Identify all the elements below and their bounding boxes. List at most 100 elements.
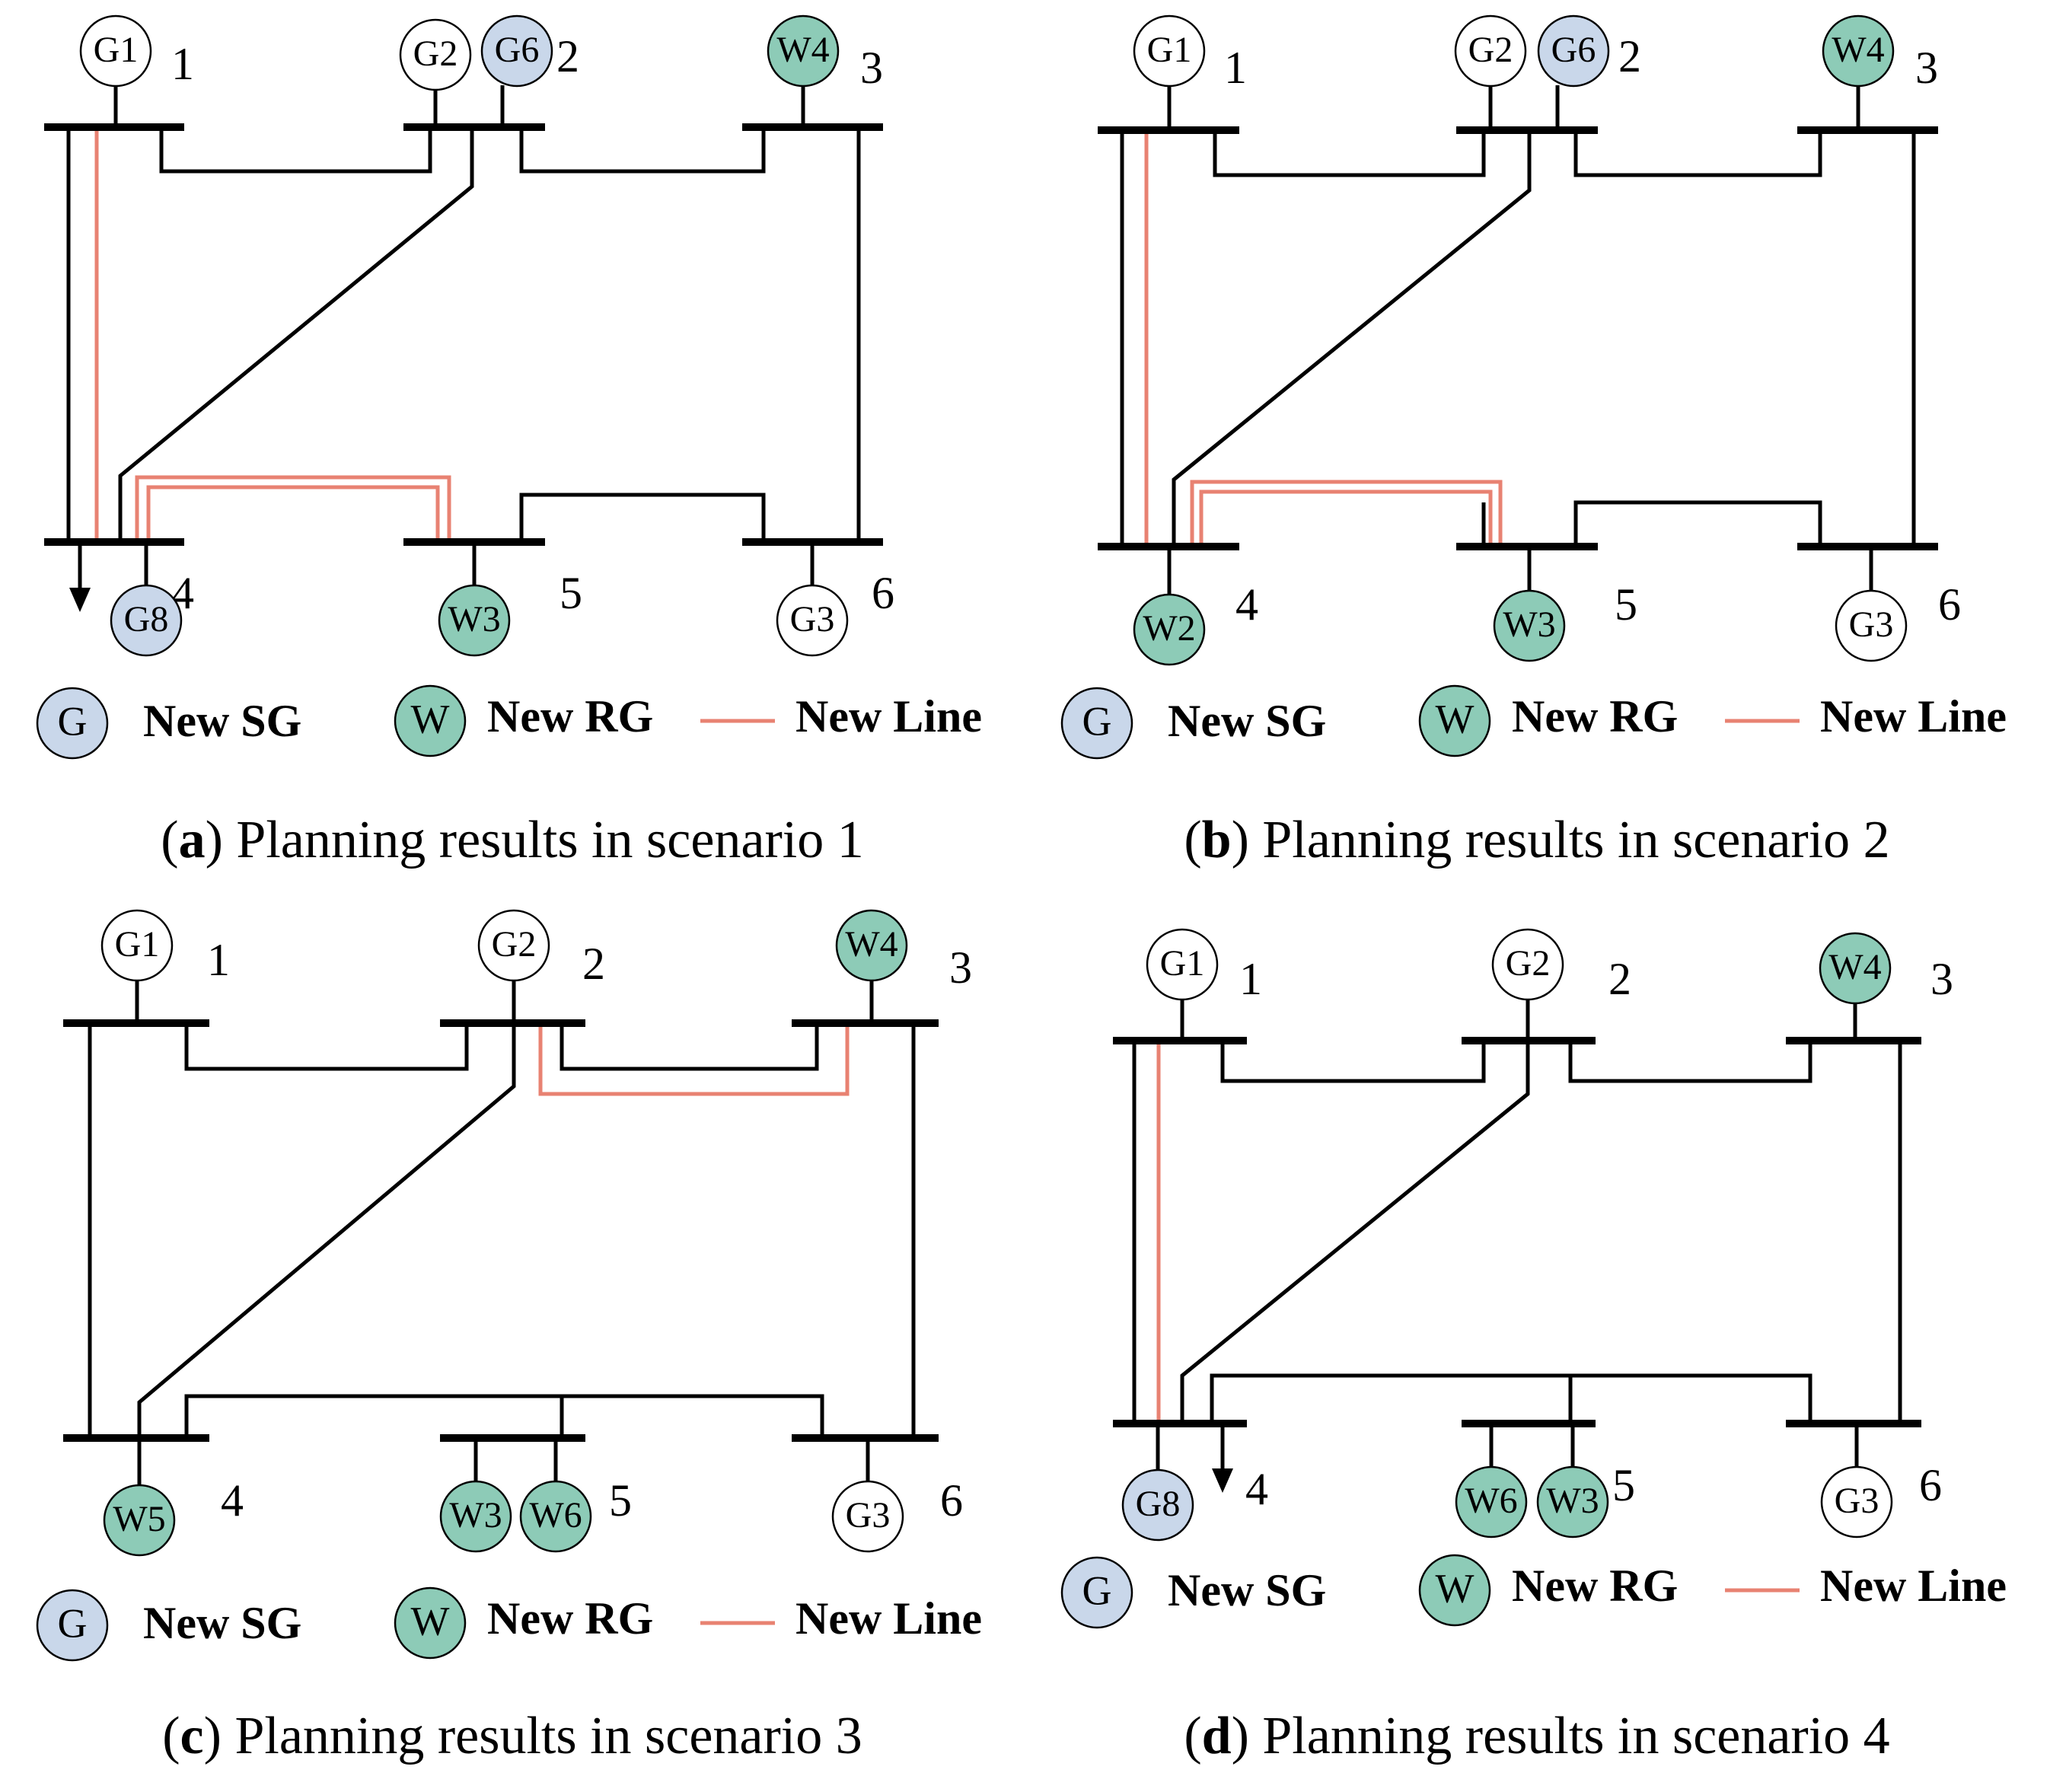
generator-w4 — [767, 14, 840, 88]
generator-w3 — [1536, 1465, 1609, 1539]
generator-g3 — [831, 1480, 904, 1553]
generator-w4 — [835, 909, 908, 982]
legend-sg-icon — [36, 687, 109, 760]
generator-label: W5 — [113, 1499, 165, 1539]
generator-g8 — [1121, 1468, 1194, 1542]
generator-label: G8 — [1136, 1484, 1181, 1524]
generator-label: G1 — [115, 924, 160, 965]
panel-caption: (a) Planning results in scenario 1 — [161, 811, 863, 869]
generator-label: W4 — [845, 924, 897, 965]
generator-w3 — [438, 584, 511, 657]
legend-rg-icon — [394, 684, 467, 757]
generator-label: G1 — [1160, 943, 1205, 984]
generator-label: W6 — [529, 1495, 582, 1535]
generator-label: G3 — [846, 1495, 891, 1535]
transmission-line — [1180, 1041, 1530, 1424]
bus-number-3: 3 — [1930, 954, 1953, 1004]
transmission-line — [1568, 1041, 1812, 1083]
bus-number-1: 1 — [207, 935, 230, 985]
generator-label: G3 — [1835, 1481, 1879, 1521]
legend-sg-label: New SG — [143, 1598, 301, 1648]
new-transmission-line — [146, 485, 440, 542]
caption-letter: c — [180, 1707, 204, 1765]
transmission-line — [1172, 130, 1532, 547]
caption-paren-open: ( — [1184, 1707, 1201, 1765]
generator-label: G6 — [495, 30, 540, 70]
generator-g1 — [100, 909, 174, 982]
bus-number-6: 6 — [1919, 1460, 1942, 1510]
generator-g2 — [1454, 14, 1527, 88]
generator-g3 — [776, 584, 849, 657]
legend-sg-icon — [1060, 687, 1133, 760]
transmission-line — [1213, 130, 1486, 177]
legend-rg-symbol: W — [411, 1598, 450, 1644]
caption-paren-close: ) — [1232, 811, 1249, 869]
new-transmission-line — [538, 1023, 850, 1096]
generator-label: W3 — [448, 599, 500, 639]
generator-label: W4 — [776, 30, 829, 70]
bus-number-4: 4 — [221, 1475, 244, 1526]
legend-line-label: New Line — [1820, 691, 2007, 741]
panel-caption: (d) Planning results in scenario 4 — [1184, 1707, 1889, 1765]
caption-text: Planning results in scenario 4 — [1249, 1707, 1890, 1765]
transmission-line — [519, 493, 766, 542]
legend-line-label: New Line — [795, 691, 982, 741]
bus-number-4: 4 — [1235, 579, 1258, 630]
generator-label: W3 — [1503, 604, 1555, 645]
caption-paren-close: ) — [206, 811, 223, 869]
legend-rg-symbol: W — [1436, 696, 1475, 741]
legend-rg-symbol: W — [411, 696, 450, 741]
legend-sg-icon — [1060, 1556, 1133, 1629]
generator-label: G3 — [1849, 604, 1894, 645]
generator-g6 — [480, 14, 553, 88]
legend-rg-label: New RG — [487, 691, 653, 741]
generator-w2 — [1133, 593, 1206, 666]
caption-paren-open: ( — [162, 1707, 180, 1765]
bus-number-2: 2 — [1608, 954, 1631, 1004]
generator-g1 — [1133, 14, 1206, 88]
generator-w6 — [519, 1480, 592, 1553]
generator-g2 — [399, 18, 472, 91]
bus-number-2: 2 — [582, 939, 605, 989]
caption-paren-close: ) — [1232, 1707, 1249, 1765]
generator-label: W4 — [1832, 30, 1884, 70]
generator-g2 — [1491, 928, 1564, 1001]
bus-number-5: 5 — [1615, 579, 1637, 630]
legend-rg-icon — [394, 1586, 467, 1660]
bus-number-2: 2 — [1618, 31, 1641, 81]
caption-text: Planning results in scenario 1 — [223, 811, 864, 869]
transmission-line — [137, 1023, 516, 1438]
bus-number-6: 6 — [1938, 579, 1961, 630]
transmission-line — [159, 127, 432, 174]
generator-g1 — [1146, 928, 1219, 1001]
generator-label: G1 — [94, 30, 139, 70]
transmission-line — [519, 127, 766, 174]
legend-rg-label: New RG — [487, 1593, 653, 1644]
caption-text: Planning results in scenario 3 — [222, 1707, 862, 1765]
legend-sg-label: New SG — [1168, 1565, 1326, 1615]
transmission-line — [1573, 130, 1822, 177]
generator-label: W6 — [1465, 1481, 1517, 1521]
bus-number-5: 5 — [609, 1475, 632, 1526]
generator-label: W4 — [1828, 947, 1881, 987]
transmission-line — [1570, 1373, 1812, 1424]
generator-label: G2 — [492, 924, 537, 965]
transmission-line — [560, 1023, 819, 1071]
panel-caption: (b) Planning results in scenario 2 — [1184, 811, 1889, 869]
generator-label: G2 — [1506, 943, 1551, 984]
legend-rg-label: New RG — [1512, 1561, 1678, 1611]
generator-label: G8 — [124, 599, 169, 639]
new-transmission-line — [1199, 489, 1493, 547]
generator-g3 — [1820, 1465, 1893, 1539]
bus-number-1: 1 — [1224, 43, 1247, 93]
bus-number-4: 4 — [1245, 1464, 1268, 1514]
caption-paren-close: ) — [204, 1707, 222, 1765]
transmission-line — [118, 127, 474, 542]
generator-g2 — [477, 909, 550, 982]
